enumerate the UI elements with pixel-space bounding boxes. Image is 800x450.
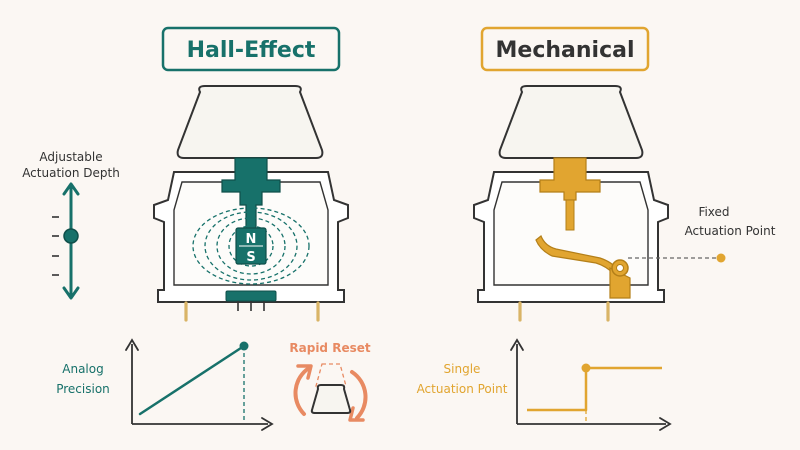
magnet-south-label: S — [246, 250, 255, 265]
analog-endpoint — [239, 341, 249, 351]
mechanical-title-box: Mechanical — [480, 26, 650, 72]
mechanical-switch — [473, 85, 669, 322]
analog-linear-response — [138, 344, 246, 416]
hall-sensor-pins — [237, 301, 265, 311]
hall-effect-title-box: Hall-Effect — [161, 26, 341, 72]
single-label-line1: Single — [444, 362, 481, 376]
rapid-reset-arrow-right-icon — [350, 370, 368, 420]
rapid-reset-keycap — [310, 384, 352, 414]
slider-ticks — [52, 216, 59, 276]
fixed-actuation-dot — [716, 253, 726, 263]
hall-sensor — [225, 290, 277, 302]
mechanical-title: Mechanical — [496, 38, 635, 63]
slider-arrow-down — [62, 286, 80, 300]
rapid-reset-ghost-keycap — [315, 363, 347, 387]
hall-keycap — [176, 85, 324, 159]
fixed-label-line2: Actuation Point — [685, 224, 776, 238]
fixed-actuation-callout: Fixed Actuation Point — [628, 205, 776, 263]
single-label-line2: Actuation Point — [417, 382, 508, 396]
rapid-reset-label: Rapid Reset — [289, 341, 370, 355]
hall-effect-switch: N S — [153, 85, 349, 322]
adjustable-actuation-depth: Adjustable Actuation Depth — [22, 150, 120, 300]
fixed-label-line1: Fixed — [698, 205, 729, 219]
analog-label-line1: Analog — [62, 362, 103, 376]
single-step-response — [527, 366, 662, 412]
single-step-point — [581, 363, 591, 373]
magnetic-field-lines — [192, 207, 310, 285]
magnet: N S — [235, 227, 267, 265]
mech-keycap — [498, 85, 644, 159]
mech-stem-shaft — [565, 199, 575, 231]
adjustable-label-line1: Adjustable — [39, 150, 102, 164]
slider-handle — [63, 228, 79, 244]
slider-arrow-up — [62, 182, 80, 196]
mech-legs — [518, 301, 610, 322]
analog-label-line2: Precision — [56, 382, 110, 396]
adjustable-label-line2: Actuation Depth — [22, 166, 120, 180]
single-actuation-graph: Single Actuation Point — [417, 338, 672, 431]
mech-stem — [539, 157, 601, 201]
magnet-north-label: N — [246, 232, 257, 247]
rapid-reset: Rapid Reset — [289, 341, 371, 422]
hall-legs — [184, 301, 320, 322]
hall-effect-title: Hall-Effect — [187, 38, 316, 63]
rapid-reset-arrow-left-icon — [293, 366, 311, 416]
analog-precision-graph: Analog Precision — [56, 338, 274, 431]
